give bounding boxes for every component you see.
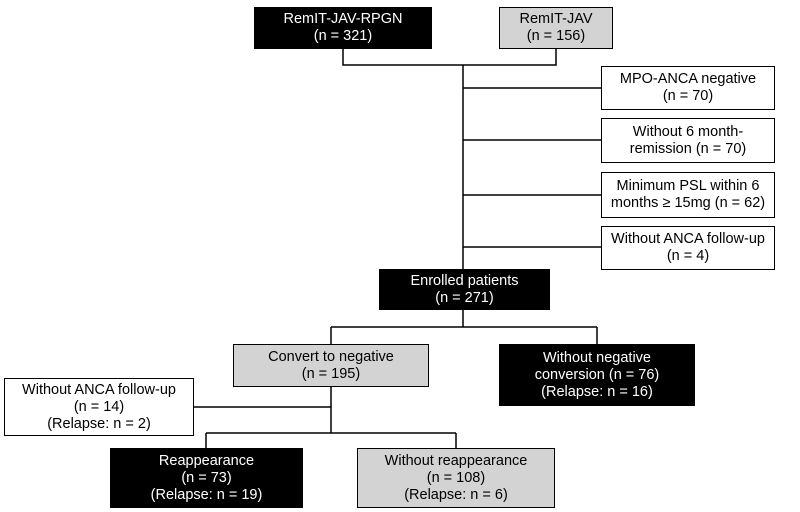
box-line: Minimum PSL within 6 <box>616 178 760 194</box>
box-without-followup-converted: Without ANCA follow-up (n = 14) (Relapse… <box>4 378 194 436</box>
box-line: Without ANCA follow-up <box>22 381 176 398</box>
box-line: Without 6 month- <box>632 123 744 140</box>
box-line: (Relapse: n = 6) <box>404 486 508 503</box>
box-reappearance: Reappearance (n = 73) (Relapse: n = 19) <box>110 448 303 508</box>
box-line: (n = 70) <box>662 88 714 104</box>
box-line: (n = 14) <box>73 398 125 415</box>
box-line: RemIT-JAV-RPGN <box>283 11 403 27</box>
box-line: (Relapse: n = 2) <box>47 415 151 432</box>
box-line: Without reappearance <box>384 452 528 469</box>
box-line: (n = 271) <box>435 289 494 306</box>
box-line: (n = 73) <box>181 469 232 486</box>
box-remit-jav: RemIT-JAV (n = 156) <box>499 7 613 49</box>
box-line: (Relapse: n = 19) <box>150 486 263 503</box>
connector-top-merge <box>342 48 557 66</box>
box-convert-to-negative: Convert to negative (n = 195) <box>233 344 429 387</box>
box-line: remission (n = 70) <box>629 140 747 157</box>
box-line: (n = 4) <box>666 248 710 264</box>
box-line: RemIT-JAV <box>519 11 593 27</box>
box-exclusion-without-remission: Without 6 month- remission (n = 70) <box>601 118 775 163</box>
box-line: Reappearance <box>158 452 255 469</box>
box-exclusion-mpo-anca-negative: MPO-ANCA negative (n = 70) <box>601 66 775 110</box>
box-line: Enrolled patients <box>410 272 519 289</box>
box-line: (n = 108) <box>426 469 486 486</box>
box-line: MPO-ANCA negative <box>619 71 757 87</box>
box-exclusion-minimum-psl: Minimum PSL within 6 months ≥ 15mg (n = … <box>601 172 775 218</box>
box-line: conversion (n = 76) <box>534 366 660 383</box>
box-line: Convert to negative <box>268 348 394 365</box>
box-remit-jav-rpgn: RemIT-JAV-RPGN (n = 321) <box>254 7 432 49</box>
box-enrolled-patients: Enrolled patients (n = 271) <box>379 269 550 310</box>
box-line: (n = 321) <box>313 28 373 44</box>
box-without-reappearance: Without reappearance (n = 108) (Relapse:… <box>357 448 555 508</box>
box-line: (Relapse: n = 16) <box>541 383 653 400</box>
box-line: (n = 156) <box>526 28 586 44</box>
box-without-negative-conversion: Without negative conversion (n = 76) (Re… <box>499 344 695 406</box>
box-line: Without ANCA follow-up <box>611 231 765 247</box>
box-exclusion-without-followup: Without ANCA follow-up (n = 4) <box>601 226 775 270</box>
box-line: (n = 195) <box>301 365 361 382</box>
box-line: months ≥ 15mg (n = 62) <box>610 195 766 211</box>
box-line: Without negative <box>542 349 651 366</box>
